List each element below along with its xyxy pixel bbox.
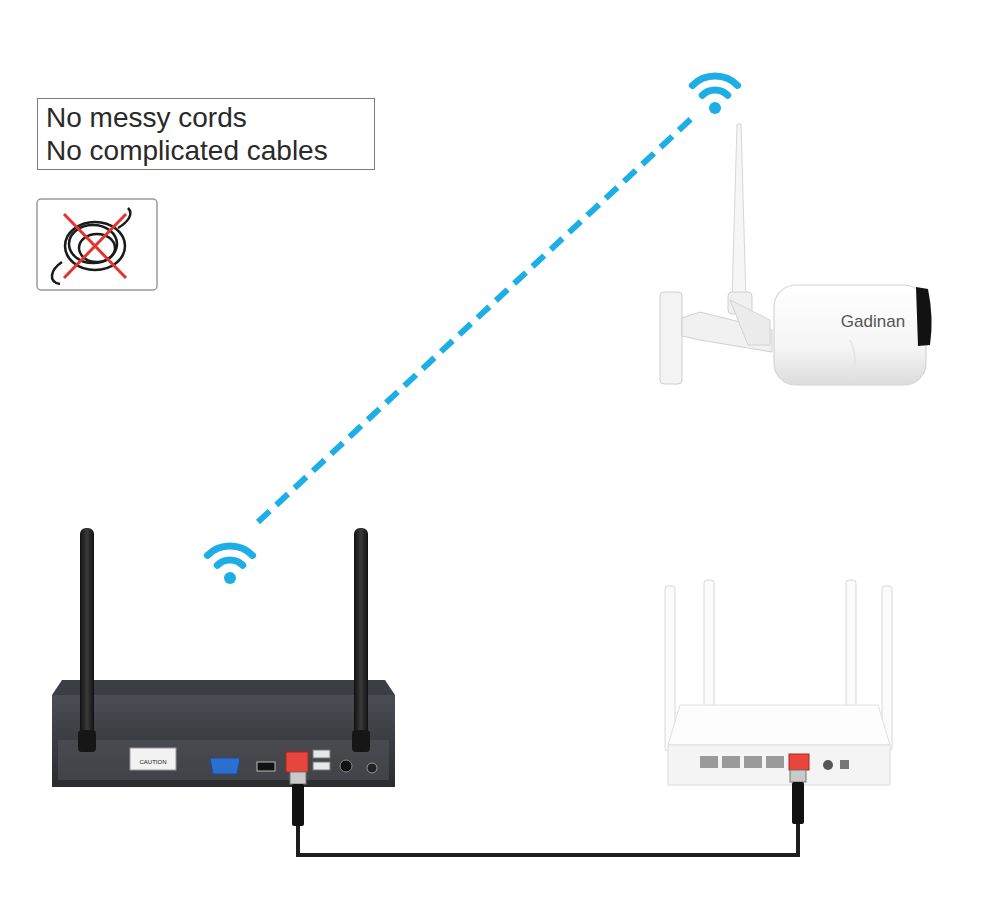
box-text: No messy cords <box>46 101 366 134</box>
brand-name: Gadinan <box>841 312 905 332</box>
no-cable-icon <box>37 199 157 290</box>
wifi-dot <box>224 572 236 584</box>
box-text: No complicated cables <box>46 134 366 167</box>
text-box: No messy cordsNo complicated cables <box>37 98 375 170</box>
ethernet-cable <box>290 770 806 855</box>
wifi-icon <box>207 546 252 565</box>
wifi-dot <box>709 102 721 114</box>
router <box>665 580 892 785</box>
caution-sticker: CAUTION <box>140 759 167 765</box>
nvr-recorder <box>52 528 395 787</box>
wireless-link <box>258 118 692 522</box>
wifi-icon <box>692 76 737 95</box>
camera <box>660 124 932 385</box>
